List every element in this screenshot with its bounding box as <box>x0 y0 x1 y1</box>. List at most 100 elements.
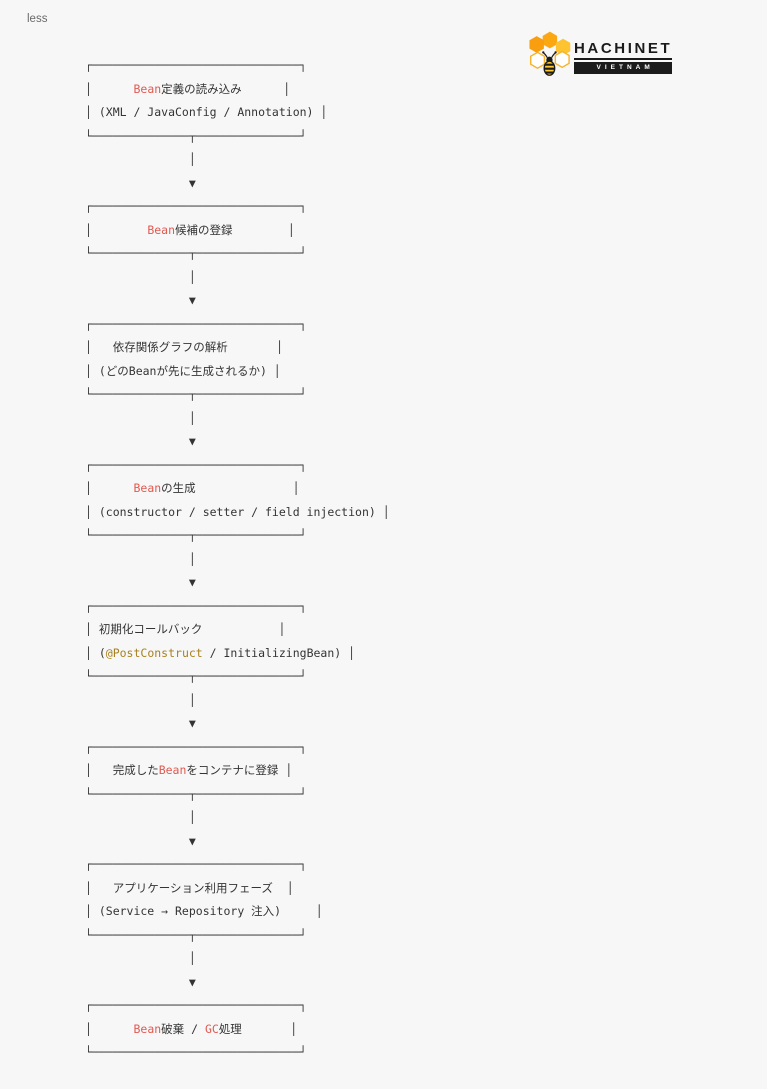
diagram-line: ▼ <box>85 712 390 736</box>
diagram-line: └──────────────┬───────────────┘ <box>85 383 390 407</box>
diagram-text: ▼ <box>85 434 196 448</box>
diagram-line: ▼ <box>85 289 390 313</box>
diagram-text: │ (どのBeanが先に生成されるか) │ <box>85 363 281 378</box>
diagram-text: ▼ <box>85 293 196 307</box>
highlighted-text-red: Bean <box>133 1021 162 1036</box>
diagram-line: │ 初期化コールバック │ <box>85 618 390 642</box>
diagram-line: └──────────────┬───────────────┘ <box>85 242 390 266</box>
diagram-text: ┌──────────────────────────────┐ <box>85 58 307 72</box>
diagram-text: ┌──────────────────────────────┐ <box>85 457 307 472</box>
diagram-line: │ <box>85 548 390 572</box>
diagram-text: └──────────────┬───────────────┘ <box>85 387 307 401</box>
highlighted-text-red: Bean <box>147 222 176 237</box>
diagram-line: └──────────────┬───────────────┘ <box>85 524 390 548</box>
diagram-text: ▼ <box>85 175 196 190</box>
diagram-text: ▼ <box>85 716 196 730</box>
diagram-text: │ 依存関係グラフの解析 │ <box>85 340 284 354</box>
diagram-line: ▼ <box>85 430 390 454</box>
diagram-line: ┌──────────────────────────────┐ <box>85 595 390 619</box>
diagram-line: │ 依存関係グラフの解析 │ <box>85 336 390 360</box>
diagram-line: │ <box>85 947 390 971</box>
hachinet-logo: HACHINET VIETNAM <box>527 31 673 79</box>
diagram-text: ▼ <box>85 974 196 989</box>
honeycomb-bee-icon <box>529 31 571 76</box>
diagram-line: └──────────────┬───────────────┘ <box>85 125 390 149</box>
diagram-text: ┌──────────────────────────────┐ <box>85 739 307 754</box>
diagram-text: の生成 │ <box>161 481 300 495</box>
diagram-line: │ Bean定義の読み込み │ <box>85 78 390 102</box>
diagram-text: 候補の登録 │ <box>175 222 295 237</box>
diagram-text: └──────────────┬───────────────┘ <box>85 786 307 801</box>
diagram-line: │ <box>85 806 390 830</box>
diagram-text: │ <box>85 1021 134 1036</box>
diagram-line: │ (@PostConstruct / InitializingBean) │ <box>85 642 390 666</box>
diagram-line: │ <box>85 266 390 290</box>
diagram-line: ▼ <box>85 571 390 595</box>
diagram-text: ┌──────────────────────────────┐ <box>85 316 307 331</box>
diagram-text: │ ( <box>85 645 106 660</box>
diagram-text: をコンテナに登録 │ <box>186 763 293 777</box>
logo-title: HACHINET <box>574 41 673 60</box>
diagram-line: │ (XML / JavaConfig / Annotation) │ <box>85 101 390 125</box>
diagram-line: │ <box>85 407 390 431</box>
diagram-text: │ (Service → Repository 注入) │ <box>85 904 323 918</box>
diagram-text: │ 初期化コールバック │ <box>85 622 286 636</box>
highlighted-text-red: Bean <box>133 481 162 495</box>
diagram-line: │ (Service → Repository 注入) │ <box>85 900 390 924</box>
ascii-flowchart: ┌──────────────────────────────┐│ Bean定義… <box>85 54 390 1065</box>
diagram-line: │ (どのBeanが先に生成されるか) │ <box>85 360 390 384</box>
diagram-line: ┌──────────────────────────────┐ <box>85 994 390 1018</box>
highlighted-text-red: Bean <box>158 763 187 777</box>
logo-subtitle: VIETNAM <box>574 62 673 74</box>
bee-glyph <box>542 51 557 76</box>
diagram-text: │ アプリケーション利用フェーズ │ <box>85 880 294 895</box>
diagram-line: │ <box>85 689 390 713</box>
diagram-text: └──────────────┬───────────────┘ <box>85 528 307 542</box>
code-block-language-label: less <box>27 13 48 25</box>
diagram-line: └──────────────┬───────────────┘ <box>85 665 390 689</box>
diagram-text: │ <box>85 81 134 96</box>
diagram-line: │ 完成したBeanをコンテナに登録 │ <box>85 759 390 783</box>
diagram-text: │ <box>85 269 196 284</box>
diagram-line: ▼ <box>85 971 390 995</box>
highlighted-text-gold: @PostConstruct <box>105 645 203 660</box>
diagram-text: ┌──────────────────────────────┐ <box>85 998 307 1012</box>
diagram-line: │ Bean破棄 / GC処理 │ <box>85 1018 390 1042</box>
diagram-text: └──────────────┬───────────────┘ <box>85 927 307 942</box>
diagram-text: │ <box>85 551 196 566</box>
diagram-line: ▼ <box>85 830 390 854</box>
diagram-text: ▼ <box>85 575 196 589</box>
diagram-text: └──────────────┬───────────────┘ <box>85 669 307 683</box>
diagram-text: │ <box>85 152 196 166</box>
diagram-line: ┌──────────────────────────────┐ <box>85 454 390 478</box>
diagram-line: ┌──────────────────────────────┐ <box>85 54 390 78</box>
diagram-text: 定義の読み込み │ <box>161 81 291 96</box>
diagram-text: │ (constructor / setter / field injectio… <box>85 504 390 519</box>
diagram-line: ▼ <box>85 172 390 196</box>
logo-text: HACHINET VIETNAM <box>574 41 673 74</box>
diagram-text: └──────────────┬───────────────┘ <box>85 128 307 143</box>
diagram-line: ┌──────────────────────────────┐ <box>85 736 390 760</box>
diagram-line: │ <box>85 148 390 172</box>
diagram-text: │ <box>85 222 148 237</box>
diagram-line: │ アプリケーション利用フェーズ │ <box>85 877 390 901</box>
diagram-line: │ (constructor / setter / field injectio… <box>85 501 390 525</box>
diagram-text: / InitializingBean) │ <box>202 645 356 660</box>
diagram-text: │ 完成した <box>85 763 159 777</box>
diagram-text: │ (XML / JavaConfig / Annotation) │ <box>85 105 328 119</box>
diagram-text: │ <box>85 951 196 965</box>
highlighted-text-red: Bean <box>133 81 162 96</box>
diagram-text: │ <box>85 410 196 425</box>
diagram-line: │ Bean候補の登録 │ <box>85 219 390 243</box>
diagram-text: └──────────────┬───────────────┘ <box>85 246 307 260</box>
diagram-text: 処理 │ <box>218 1021 298 1036</box>
diagram-text: │ <box>85 692 196 707</box>
diagram-text: └──────────────────────────────┘ <box>85 1045 307 1059</box>
diagram-line: └──────────────┬───────────────┘ <box>85 783 390 807</box>
diagram-text: │ <box>85 481 134 495</box>
diagram-line: ┌──────────────────────────────┐ <box>85 853 390 877</box>
diagram-text: ┌──────────────────────────────┐ <box>85 857 307 871</box>
highlighted-text-red: GC <box>204 1021 219 1036</box>
diagram-text: ┌──────────────────────────────┐ <box>85 199 307 213</box>
diagram-text: ▼ <box>85 833 196 848</box>
